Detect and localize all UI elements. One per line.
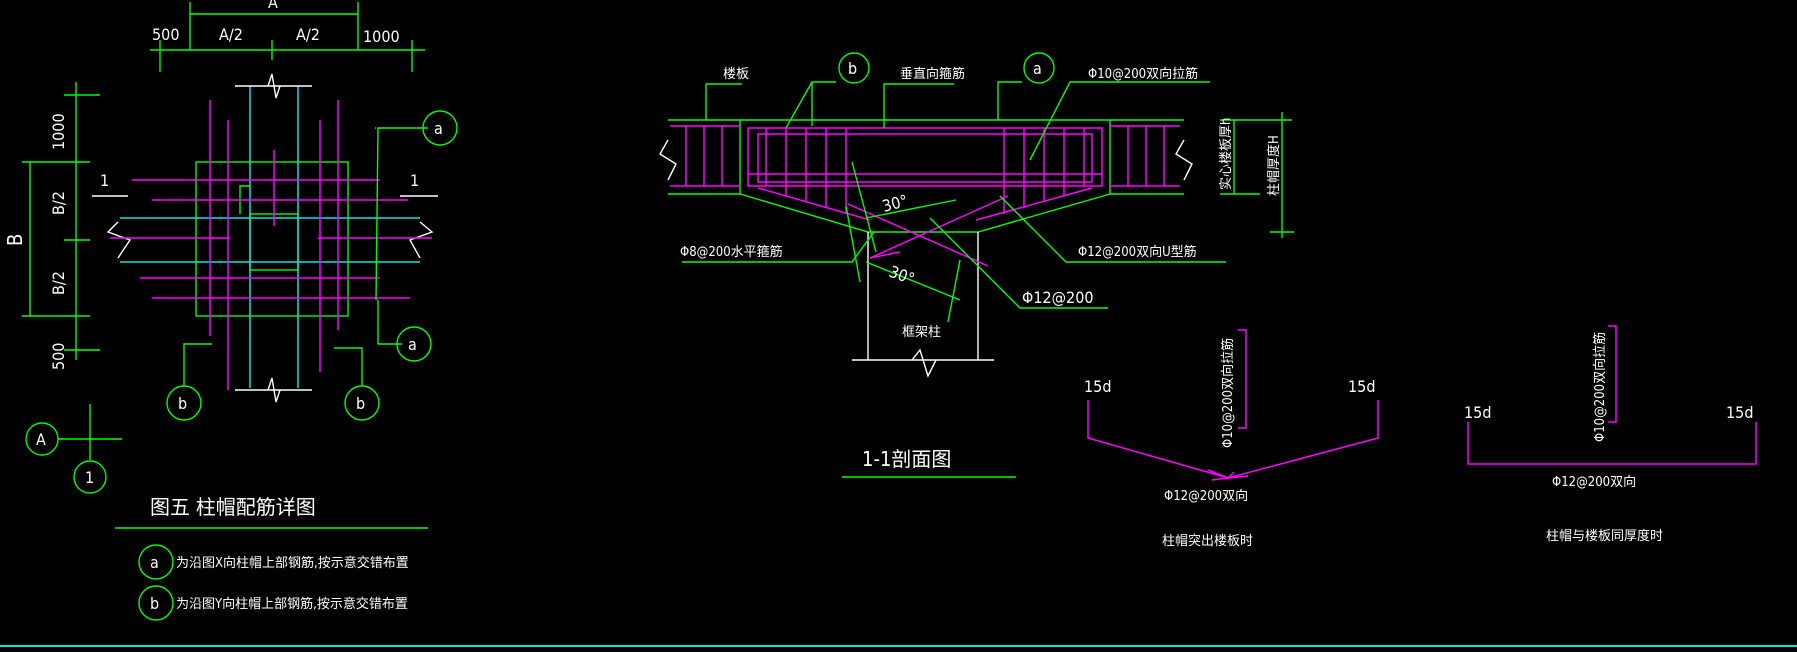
plan-dim-B: B [3,234,27,246]
section-bubble-b [838,52,870,84]
plan-left-dimensions: B 1000 B/2 B/2 500 [3,82,100,370]
svg-text:a: a [434,119,443,138]
protruding-caption: 柱帽突出楼板时 [1162,533,1253,549]
protruding-bar-label: Φ12@200双向 [1164,488,1248,504]
legend-bubble-a [138,544,174,580]
section-bubble-a [1023,52,1055,84]
svg-text:b: b [848,59,857,78]
label-slab: 楼板 [723,67,749,82]
protruding-tie [1238,329,1247,429]
capital-outline [195,161,349,317]
flush-bar-label: Φ12@200双向 [1552,474,1636,490]
svg-text:a: a [150,553,159,572]
section-thickness-dims: 实心楼板厚h 柱帽厚度H [1219,112,1294,238]
plan-dim-A: A [268,0,278,12]
plan-dim-1000-v: 1000 [49,113,68,150]
axis-bubble-A [25,422,59,456]
section-mark-left: 1 [100,171,109,190]
plan-dim-b2-top: B/2 [49,191,68,215]
flush-tie-label: Φ10@200双向拉筋 [1592,332,1608,442]
column-leader [239,185,250,214]
legend-bubble-b [138,585,174,621]
svg-text:1: 1 [85,468,94,487]
protruding-tie-label: Φ10@200双向拉筋 [1220,338,1236,448]
section-labels: 楼板 b 垂直向箍筋 a Φ10@200双向拉筋 Φ8@200水平箍筋 Φ12@… [680,52,1226,309]
svg-text:a: a [408,335,417,354]
svg-text:b: b [150,594,159,613]
section-capital-rebar [747,127,1103,267]
dim-capital-thickness: 柱帽厚度H [1266,135,1282,196]
svg-text:A: A [36,430,46,449]
flush-hook-right: 15d [1726,403,1753,422]
label-u-bar: Φ12@200双向U型筋 [1078,244,1197,260]
plan-dim-500: 500 [152,25,179,44]
section-outline: 框架柱 [659,119,1193,378]
section-mark-right: 1 [410,171,419,190]
plan-dim-500-v: 500 [49,343,68,370]
section-slab-rebar [670,125,1180,187]
dim-slab-thickness: 实心楼板厚h [1219,118,1234,190]
bubble-b-left [166,385,202,421]
section-view: 框架柱 [659,52,1294,478]
angle-label-2: 30° [887,262,917,289]
detail-protruding: 15d 15d Φ10@200双向拉筋 Φ12@200双向 柱帽突出楼板时 [1084,329,1379,549]
svg-text:b: b [356,394,365,413]
plan-dim-1000: 1000 [363,27,400,46]
plan-top-dimensions: A 500 A/2 A/2 1000 [150,0,425,72]
plan-dim-a2-right: A/2 [296,25,320,44]
label-horizontal-stirrup: Φ8@200水平箍筋 [680,244,783,260]
plan-rebar-x [110,179,432,299]
detail-flush: 15d 15d Φ10@200双向拉筋 Φ12@200双向 柱帽与楼板同厚度时 [1464,325,1757,544]
plan-legend: a 为沿图X向柱帽上部钢筋,按示意交错布置 b 为沿图Y向柱帽上部钢筋,按示意交… [138,544,409,621]
plan-bubbles: a a b b [166,110,458,421]
plan-section-marks: 1 1 [92,171,438,197]
section-angles: 30° 30° [845,161,961,323]
plan-dim-b2-bottom: B/2 [49,271,68,295]
flush-tie [1608,325,1617,423]
plan-dim-a2-left: A/2 [219,25,243,44]
bubble-a-top [422,110,458,146]
plan-rebar-y [209,100,339,390]
angle-label-1: 30° [880,191,910,216]
protruding-hook-right: 15d [1348,377,1375,396]
flush-caption: 柱帽与楼板同厚度时 [1546,528,1663,544]
label-vertical-stirrup: 垂直向箍筋 [900,66,965,82]
axis-bubble-1 [73,460,107,494]
plan-title: 图五 柱帽配筋详图 [150,495,316,519]
plan-beams [106,73,434,403]
flush-u-bar [1467,422,1757,465]
label-diag-bar: Φ12@200 [1022,288,1094,307]
plan-axis: A 1 [25,404,122,494]
flush-hook-left: 15d [1464,403,1491,422]
protruding-hook-left: 15d [1084,377,1111,396]
svg-text:a: a [1033,59,1042,78]
plan-view: A 500 A/2 A/2 1000 B 1000 B/2 B/2 500 [3,0,458,621]
legend-a-text: 为沿图X向柱帽上部钢筋,按示意交错布置 [176,555,409,571]
section-column-label: 框架柱 [902,325,941,340]
bubble-b-right [344,385,380,421]
label-top-rebar: Φ10@200双向拉筋 [1088,66,1198,82]
bubble-a-bottom [396,326,432,362]
section-title: 1-1剖面图 [862,447,951,471]
legend-b-text: 为沿图Y向柱帽上部钢筋,按示意交错布置 [176,596,408,612]
svg-text:b: b [178,394,187,413]
